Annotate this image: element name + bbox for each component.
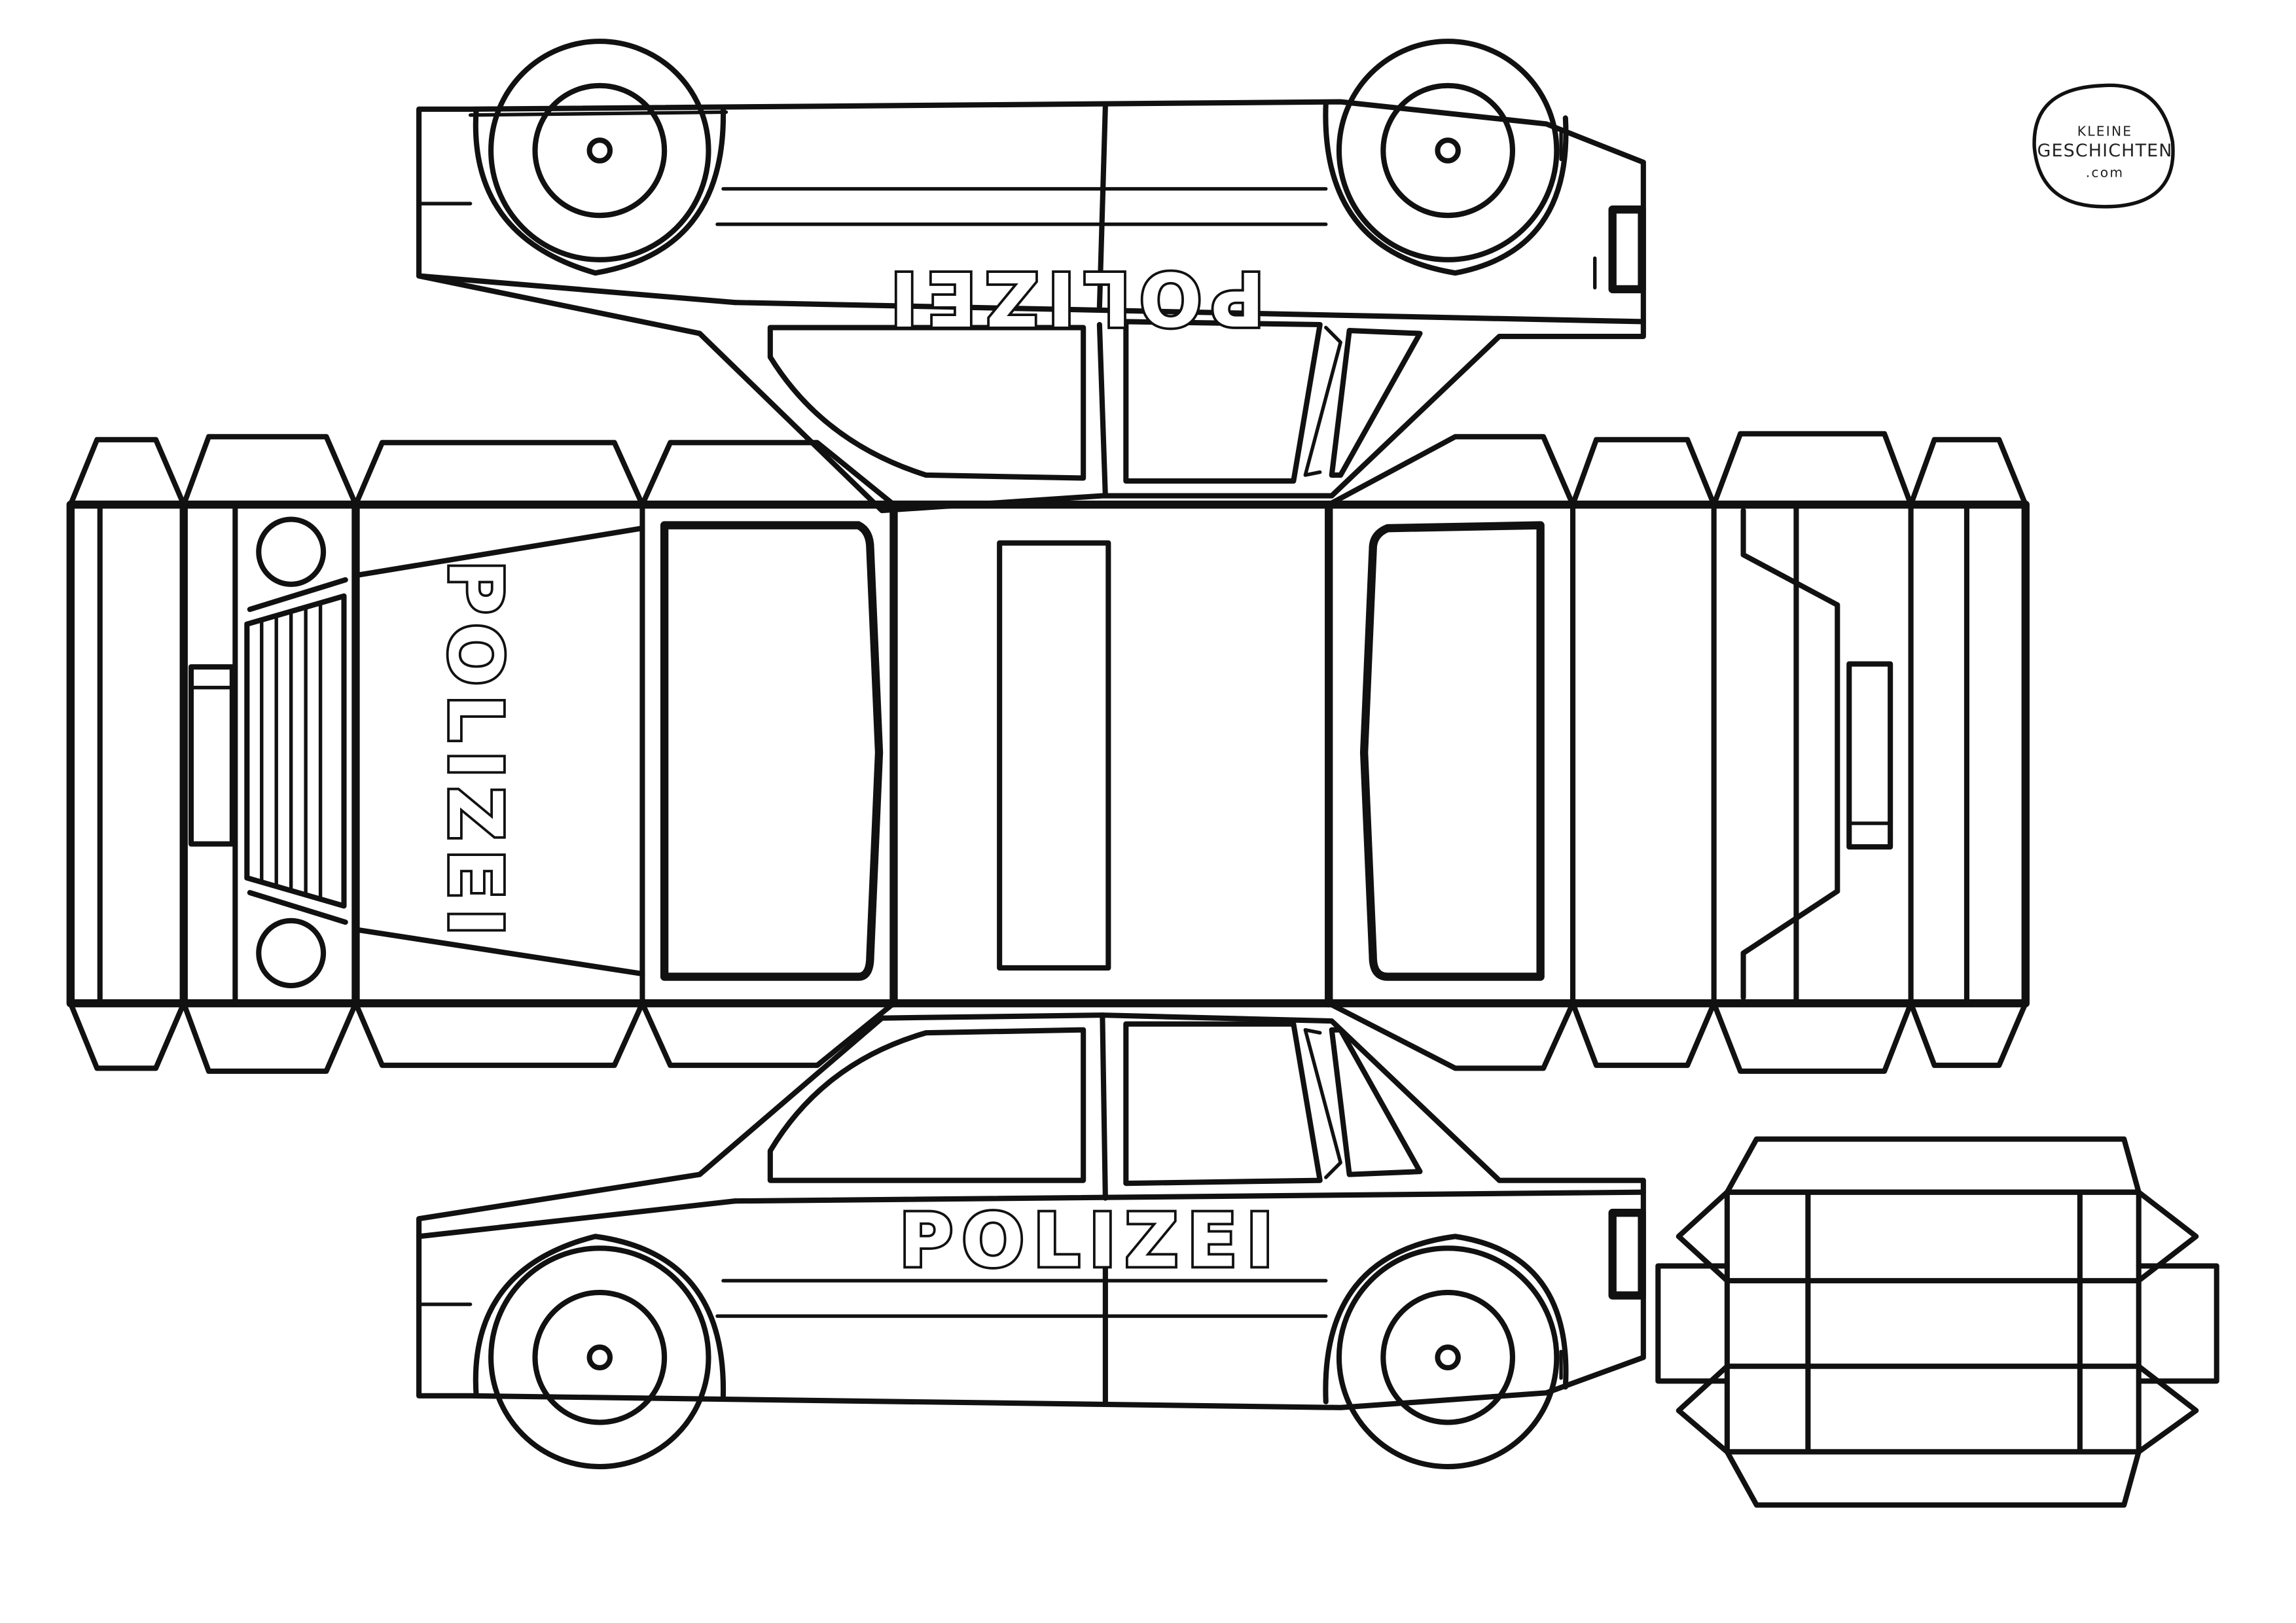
side-window-rear [1123, 1021, 1323, 1186]
headlight-icon [256, 516, 327, 587]
side-window-front [767, 325, 1086, 481]
wheel-arch-icon [473, 106, 726, 276]
logo-top-text: KLEINE [2077, 123, 2133, 139]
box-net [1655, 1136, 2219, 1508]
wheel-icon [488, 1245, 711, 1470]
license-plate-rear [1846, 661, 1893, 850]
side-window-front [767, 1027, 1086, 1183]
side-window-rear [1123, 319, 1323, 484]
wheel-icon [488, 39, 711, 262]
logo-circle-icon [2032, 83, 2175, 209]
headlight-icon [1608, 205, 1646, 294]
side-panel-top: POLIZEI [416, 39, 1646, 514]
grille-icon [244, 593, 347, 909]
headlight-icon [256, 918, 327, 989]
license-plate-front [188, 664, 235, 847]
roof-light-bar [997, 540, 1111, 971]
wheel-arch-icon [473, 1234, 726, 1399]
headlight-icon [1608, 1209, 1646, 1300]
side-panel-bottom: POLIZEI [416, 1012, 1646, 1470]
rear-window [1359, 521, 1545, 981]
logo-main-text: GESCHICHTEN [2037, 141, 2172, 161]
wheel-icon [1336, 39, 1560, 262]
hood-label: POLIZEI [432, 560, 518, 945]
side-label-bottom: POLIZEI [899, 1198, 1282, 1283]
logo-bottom-text: .com [2086, 165, 2125, 181]
logo: KLEINE GESCHICHTEN .com [2032, 83, 2175, 209]
windshield [660, 521, 884, 981]
wheel-icon [1336, 1245, 1560, 1470]
body-strip: POLIZEI [66, 431, 2030, 1074]
side-label-top: POLIZEI [882, 255, 1265, 341]
